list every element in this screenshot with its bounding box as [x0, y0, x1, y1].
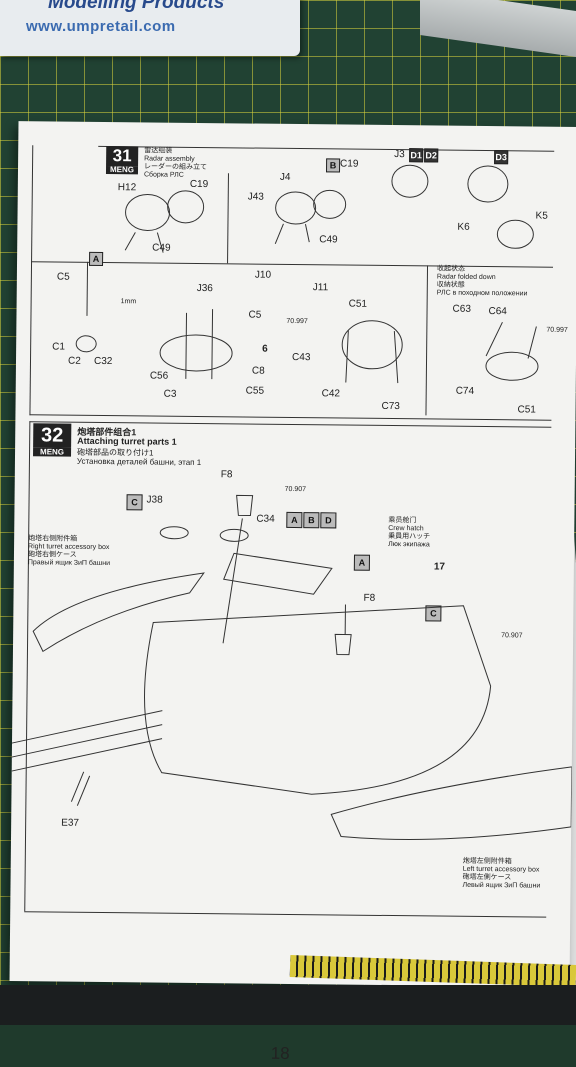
turret-body: [143, 602, 491, 796]
crew-hatch: [224, 553, 332, 594]
smoke-launchers: [12, 709, 163, 773]
instruction-sheet: 31 MENG 雷达组装 Radar assembly レーダーの組み立て Сб…: [10, 121, 576, 987]
promo-card: Modelling Products www.umpretail.com: [0, 0, 300, 56]
radar-base-2: [342, 320, 402, 369]
radar-base-1: [160, 335, 232, 372]
radar-dish-4: [314, 190, 346, 218]
promo-title: Modelling Products: [48, 0, 224, 14]
left-accessory-box: [331, 764, 572, 841]
radar-dish-6: [468, 166, 508, 202]
radar-legs-1: [125, 232, 163, 252]
radar-dish-5: [392, 165, 428, 197]
leader-line-1: [223, 518, 242, 643]
radar-dish-3: [275, 192, 315, 224]
radar-frame-2: [346, 331, 399, 384]
promo-url: www.umpretail.com: [26, 18, 176, 35]
radar-dish-2: [167, 191, 203, 223]
part-j38: [160, 527, 188, 539]
right-accessory-box: [33, 571, 204, 653]
radar-folded-frame: [486, 322, 536, 359]
part-f8-top: [236, 495, 252, 515]
radar-dish-7: [497, 220, 533, 248]
small-part-c1: [76, 336, 96, 352]
radar-dish-1: [125, 194, 169, 230]
assembly-drawings: [10, 121, 576, 987]
radar-base-folded: [486, 352, 538, 381]
radar-mast-1: [186, 309, 213, 379]
part-f8-lower: [335, 634, 351, 654]
part-e37: [71, 772, 89, 806]
page-number: 18: [271, 1044, 290, 1064]
radar-legs-2: [275, 224, 309, 244]
table-edge: [0, 985, 576, 1025]
part-c34: [220, 529, 248, 541]
